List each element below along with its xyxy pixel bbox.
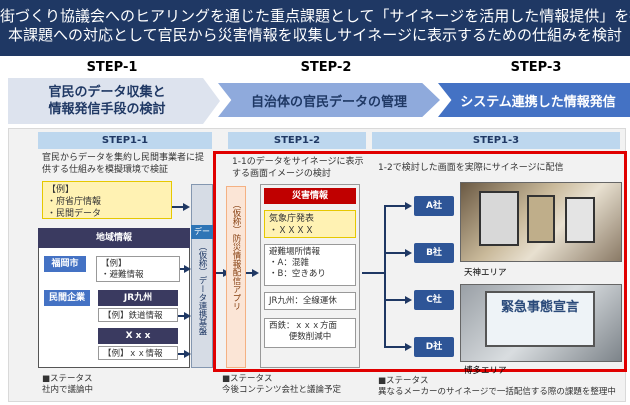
data-platform-tab: デー [191, 225, 213, 239]
private-company-tag: 民間企業 [44, 290, 90, 306]
step12-heading: STEP1-2 [228, 132, 366, 149]
step-1-label: STEP-1 [86, 60, 138, 75]
tenjin-area-label: 天神エリア [464, 268, 507, 278]
arrow-screen [362, 272, 384, 274]
nishitetsu-line-1: 西鉄：ｘｘｘ方面 [269, 321, 338, 331]
step11-status-title: ■ステータス [42, 374, 93, 384]
example-title: 【例】 [47, 185, 75, 195]
jr-example: 【例】鉄道情報 [98, 308, 178, 322]
arrow-trunk [384, 205, 386, 347]
example-item-2: ・民間データ [47, 209, 102, 219]
step11-description: 官民からデータを集約し民間事業者に提供する仕組みを模擬環境で検証 [42, 153, 205, 175]
shelter-a: ・A：混雑 [269, 258, 309, 268]
step11-status: ■ステータス 社内で議論中 [42, 374, 202, 396]
header-banner: 街づくり協議会へのヒアリングを通じた重点課題として「サイネージを活用した情報提供… [0, 0, 630, 56]
fukuoka-example-item: ・避難情報 [101, 270, 144, 280]
step13-status: ■ステータス 異なるメーカーのサイネージで一括配信する際の課題を整理中 [378, 376, 626, 398]
header-line-1: 街づくり協議会へのヒアリングを通じた重点課題として「サイネージを活用した情報提供… [0, 7, 630, 25]
arrow-example [172, 206, 184, 208]
arrow-fukuoka [180, 268, 186, 270]
tenjin-photo [460, 182, 622, 262]
arrow-b [384, 252, 406, 254]
xxx-example: 【例】ｘｘ情報 [98, 346, 178, 360]
shelter-box: 避難場所情報 ・A：混雑 ・B：空きあり [264, 244, 356, 286]
signage-display-1 [479, 191, 519, 246]
signage-display-2 [527, 195, 555, 243]
company-a: A社 [414, 196, 454, 216]
header-line-2: 本課題への対応として官民から災害情報を収集しサイネージに表示するための仕組みを検… [8, 26, 622, 44]
jr-status-box: JR九州：全線運休 [264, 292, 356, 310]
step-3-title: システム連携した情報発信 [460, 94, 616, 110]
arrow-c [384, 299, 406, 301]
step12-status-title: ■ステータス [222, 374, 273, 384]
app-bar [226, 186, 246, 368]
fukuoka-tag: 福岡市 [44, 256, 86, 272]
jma-title: 気象庁発表 [269, 214, 315, 224]
arrow-a-head [405, 202, 412, 210]
nishitetsu-box: 西鉄：ｘｘｘ方面 便数削減中 [264, 318, 356, 348]
regional-info-title: 地域情報 [38, 228, 190, 248]
arrow-jr [178, 315, 186, 317]
arrow-app-head [252, 269, 259, 277]
step12-status-text: 今後コンテンツ会社と議論予定 [222, 385, 342, 395]
jma-item: ・ＸＸＸＸ [269, 226, 315, 236]
xxx-tag: X x x [98, 328, 178, 344]
arrow-b-head [405, 249, 412, 257]
hakata-area-label: 博多エリア [464, 366, 507, 376]
step11-status-text: 社内で議論中 [42, 385, 94, 395]
arrow-example-head [183, 203, 190, 211]
hakata-photo: 緊急事態宣言 [460, 284, 622, 362]
arrow-platform [213, 272, 225, 274]
arrow-app [246, 272, 254, 274]
jr-kyushu-tag: JR九州 [98, 290, 178, 306]
arrow-fukuoka-head [184, 265, 191, 273]
shelter-title: 避難場所情報 [269, 247, 321, 257]
step-3-label: STEP-3 [510, 60, 562, 75]
screen-title: 災害情報 [264, 188, 356, 204]
company-b: B社 [414, 243, 454, 263]
emergency-signage: 緊急事態宣言 [485, 291, 595, 347]
signage-display-3 [565, 197, 595, 243]
highlight-frame [213, 151, 627, 372]
step13-heading: STEP1-3 [372, 132, 620, 149]
example-item-1: ・府省庁情報 [47, 197, 102, 207]
example-box: 【例】 ・府省庁情報 ・民間データ [42, 181, 172, 219]
step-1-title-line-2: 情報発信手段の検討 [48, 102, 166, 117]
data-platform-label: （仮称）データ連携基盤 [197, 242, 207, 336]
step12-description: 1-1のデータをサイネージに表示する画面イメージの検討 [232, 157, 364, 179]
fukuoka-example-box: 【例】 ・避難情報 [96, 256, 180, 282]
step13-status-text: 異なるメーカーのサイネージで一括配信する際の課題を整理中 [378, 387, 616, 397]
step11-heading: STEP1-1 [38, 132, 212, 149]
step-1-chevron: 官民のデータ収集と 情報発信手段の検討 [8, 78, 220, 124]
step12-status: ■ステータス 今後コンテンツ会社と議論予定 [222, 374, 372, 396]
step13-status-title: ■ステータス [378, 376, 429, 386]
step-1-title-line-1: 官民のデータ収集と [48, 85, 166, 100]
company-d: D社 [414, 337, 454, 357]
step-2-title: 自治体の官民データの管理 [250, 94, 407, 110]
step-2-chevron: 自治体の官民データの管理 [218, 83, 440, 117]
app-label: （仮称）防災情報配信アプリ [231, 200, 241, 311]
step-2-label: STEP-2 [300, 60, 352, 75]
step-3-chevron: システム連携した情報発信 [438, 83, 630, 117]
shelter-b: ・B：空きあり [269, 269, 326, 279]
arrow-xxx-head [184, 350, 191, 358]
arrow-c-head [405, 296, 412, 304]
arrow-d [384, 346, 406, 348]
step13-description: 1-2で検討した画面を実際にサイネージに配信 [378, 163, 564, 173]
nishitetsu-line-2: 便数削減中 [288, 332, 332, 342]
jma-box: 気象庁発表 ・ＸＸＸＸ [264, 210, 356, 238]
company-c: C社 [414, 290, 454, 310]
arrow-a [384, 205, 406, 207]
arrow-jr-head [184, 312, 191, 320]
arrow-xxx [178, 353, 186, 355]
arrow-d-head [405, 343, 412, 351]
fukuoka-example-title: 【例】 [101, 259, 127, 269]
